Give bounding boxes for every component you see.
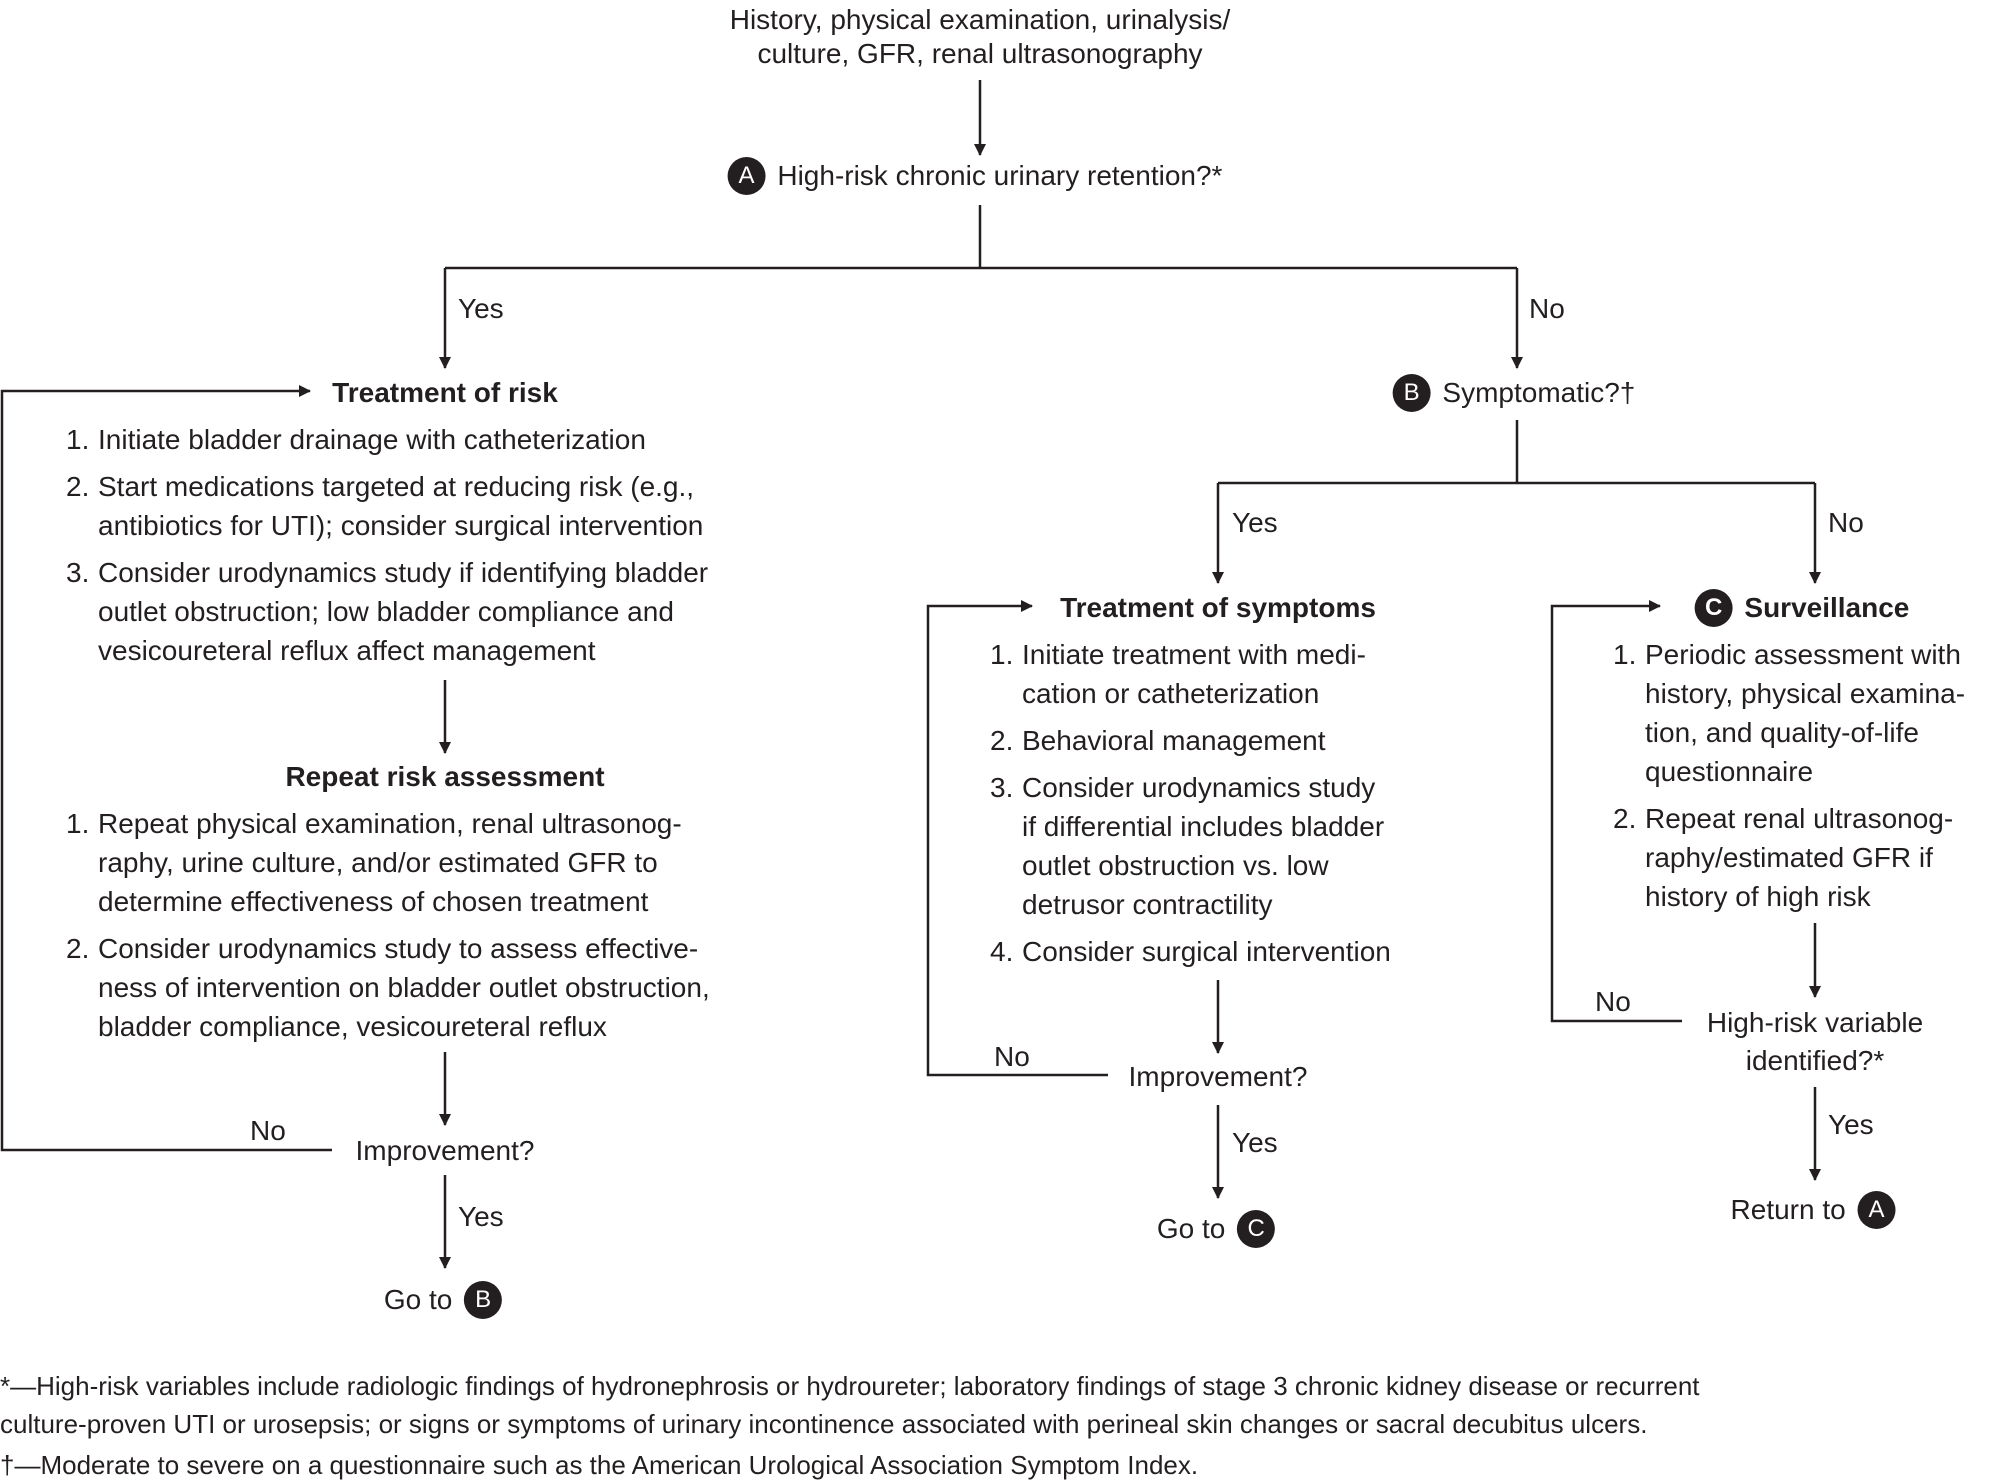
loop-left-no — [0, 385, 332, 1152]
goto-b-text: Go to — [383, 1284, 453, 1315]
label-a-yes: Yes — [458, 293, 504, 324]
label-left-no: No — [250, 1115, 286, 1146]
label-left-yes: Yes — [458, 1201, 504, 1232]
goto-c: Go to C — [1157, 1209, 1279, 1250]
loop-right-no — [1550, 600, 1682, 1023]
symptoms-item-2: 2.Behavioral management — [990, 725, 1326, 756]
improvement-mid: Improvement? — [1128, 1061, 1308, 1092]
surveillance-title: C Surveillance — [1691, 588, 1910, 629]
treatment-of-symptoms-list: 1.Initiate treatment with medi-cation or… — [990, 635, 1391, 979]
badge-b-goto: B — [464, 1280, 503, 1319]
high-risk-line-2: identified?* — [1745, 1045, 1885, 1076]
loop-mid-no — [926, 600, 1108, 1077]
badge-a: A — [727, 156, 766, 195]
label-b-no: No — [1828, 507, 1864, 538]
return-a-text: Return to — [1730, 1194, 1846, 1225]
decision-b-text: Symptomatic?† — [1442, 377, 1636, 408]
goto-b: Go to B — [384, 1280, 506, 1321]
label-right-no: No — [1595, 986, 1631, 1017]
treatment-of-risk-list: 1.Initiate bladder drainage with cathete… — [66, 420, 708, 678]
footnote-star-line-1: *—High-risk variables include radiologic… — [0, 1371, 1700, 1401]
improvement-left: Improvement? — [355, 1135, 535, 1166]
goto-c-text: Go to — [1156, 1213, 1226, 1244]
badge-b: B — [1392, 373, 1431, 412]
decision-a: A High-risk chronic urinary retention?* — [724, 156, 1223, 197]
risk-item-3: 3.Consider urodynamics study if identify… — [66, 557, 709, 666]
footnote-star-line-2: culture-proven UTI or urosepsis; or sign… — [0, 1409, 1648, 1439]
label-b-yes: Yes — [1232, 507, 1278, 538]
repeat-risk-list: 1.Repeat physical examination, renal ult… — [66, 804, 710, 1054]
symptoms-item-1: 1.Initiate treatment with medi-cation or… — [990, 639, 1366, 709]
badge-a-return: A — [1857, 1190, 1896, 1229]
label-right-yes: Yes — [1828, 1109, 1874, 1140]
badge-c: C — [1694, 588, 1733, 627]
footnote-dagger: †—Moderate to severe on a questionnaire … — [0, 1450, 1199, 1480]
treatment-of-symptoms-title: Treatment of symptoms — [1060, 592, 1376, 623]
repeat-risk-title: Repeat risk assessment — [285, 761, 605, 792]
risk-item-1: 1.Initiate bladder drainage with cathete… — [66, 424, 646, 455]
risk-item-2: 2.Start medications targeted at reducing… — [66, 471, 704, 541]
label-a-no: No — [1529, 293, 1565, 324]
label-mid-no: No — [994, 1041, 1030, 1072]
label-mid-yes: Yes — [1232, 1127, 1278, 1158]
high-risk-line-1: High-risk variable — [1706, 1007, 1924, 1038]
repeat-item-1: 1.Repeat physical examination, renal ult… — [66, 808, 682, 917]
decision-a-text: High-risk chronic urinary retention?* — [777, 160, 1223, 191]
start-line-1: History, physical examination, urinalysi… — [729, 4, 1231, 35]
repeat-item-2: 2.Consider urodynamics study to assess e… — [66, 933, 710, 1042]
surveillance-item-2: 2.Repeat renal ultrasonog-raphy/estimate… — [1613, 803, 1954, 912]
decision-b: B Symptomatic?† — [1389, 373, 1636, 414]
badge-c-goto: C — [1237, 1209, 1276, 1248]
surveillance-title-text: Surveillance — [1744, 592, 1910, 623]
return-a: Return to A — [1731, 1190, 1900, 1231]
symptoms-item-4: 4.Consider surgical intervention — [990, 936, 1391, 967]
start-line-2: culture, GFR, renal ultrasonography — [757, 38, 1203, 69]
treatment-of-risk-title: Treatment of risk — [332, 377, 558, 408]
